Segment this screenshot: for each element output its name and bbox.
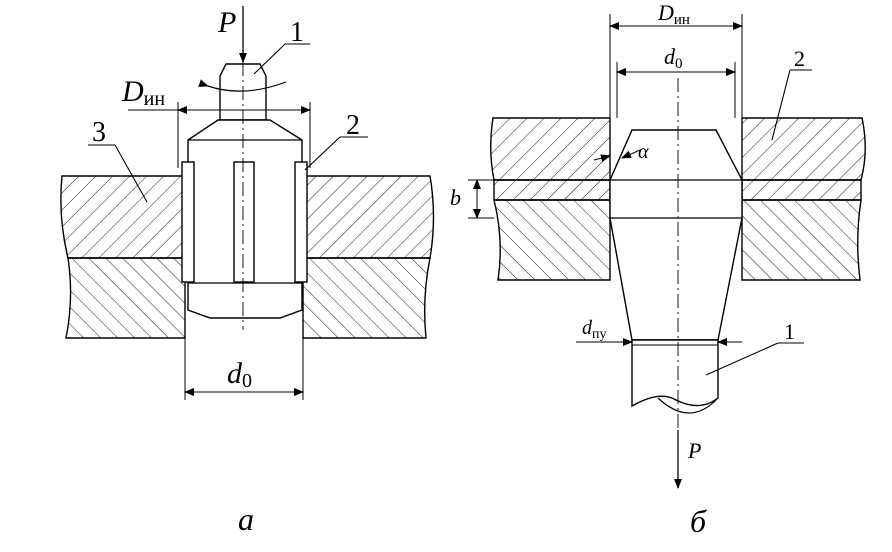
dim-tool-label-b: Dин — [657, 0, 690, 28]
force-label: P — [217, 6, 236, 39]
panel-b: Dин d0 b α dпу 2 1 — [450, 0, 866, 539]
leader-2 — [304, 136, 341, 171]
mandrel — [609, 129, 743, 341]
caption-a: а — [238, 501, 254, 537]
dim-pu-label: dпу — [582, 317, 607, 342]
callout-2: 2 — [346, 110, 360, 141]
leader-1 — [253, 43, 286, 75]
force-label-b: P — [687, 438, 701, 463]
guide-center — [233, 161, 255, 283]
guide-left — [181, 161, 195, 283]
dim-hole-label: d0 — [227, 357, 252, 392]
callout-2-b: 2 — [794, 46, 805, 71]
leader-1-b — [705, 342, 779, 376]
workpiece-lower-layer-b — [493, 199, 862, 281]
workpiece-lower-layer — [65, 257, 431, 339]
angle-label: α — [638, 141, 649, 163]
panel-a: P 1 2 3 Dин d0 а — [60, 6, 435, 537]
leader-3 — [114, 144, 148, 203]
dim-b-label: b — [450, 185, 461, 210]
mandrel-shank — [631, 339, 719, 408]
guide-right — [294, 161, 308, 283]
callout-1-b: 1 — [784, 319, 795, 344]
callout-1: 1 — [290, 17, 304, 48]
caption-b: б — [690, 503, 707, 539]
callout-3: 3 — [92, 117, 106, 148]
dim-tool-label: Dин — [121, 75, 165, 110]
rotation-arrow — [198, 79, 287, 92]
leader-2-b — [771, 69, 791, 141]
dim-hole-label-b: d0 — [664, 44, 683, 72]
